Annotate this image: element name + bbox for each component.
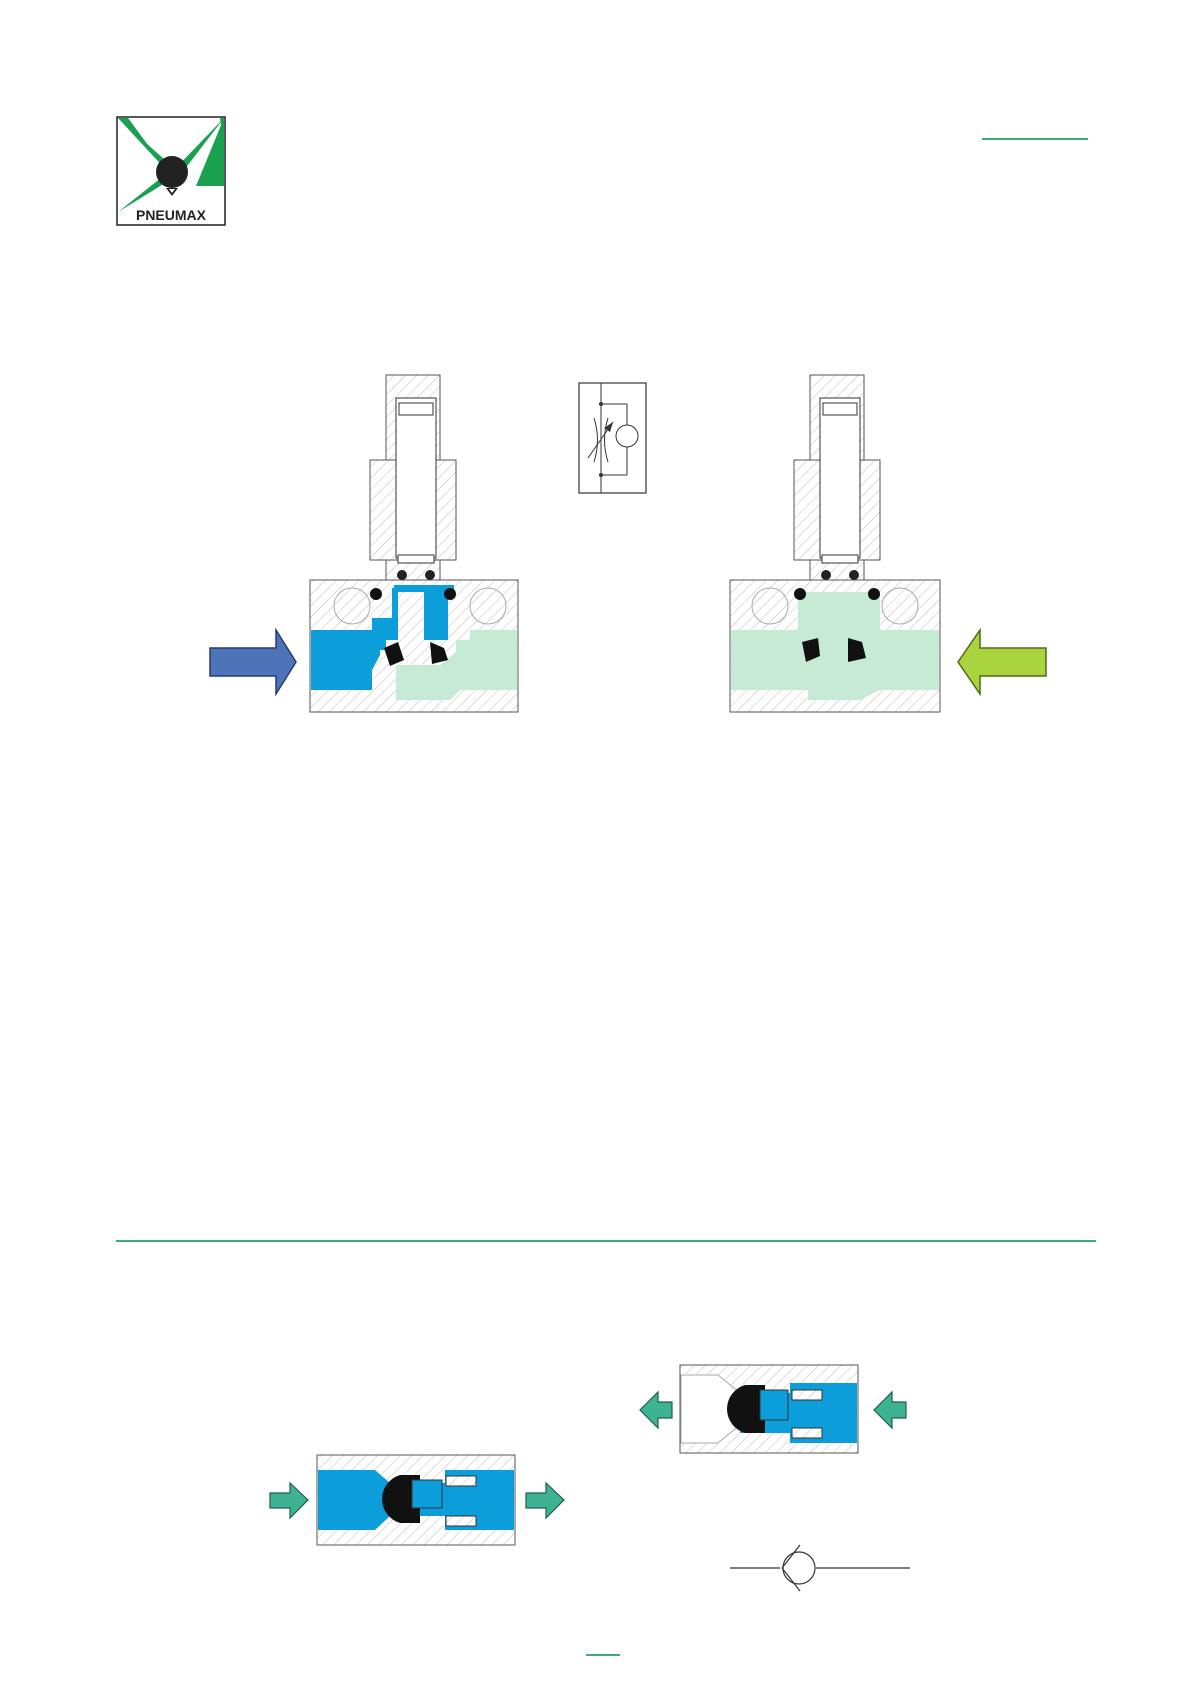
pneumax-logo-icon: PNEUMAX <box>116 116 226 226</box>
section-divider <box>116 1240 1096 1242</box>
outlet-arrow-icon <box>639 1390 673 1430</box>
header-rule-short <box>982 138 1088 140</box>
inlet-arrow-icon <box>209 627 297 697</box>
check-valve-lower <box>316 1454 516 1546</box>
check-valve-figure <box>269 1364 910 1592</box>
inlet-arrow-icon <box>957 627 1047 697</box>
flow-control-figure <box>209 374 1047 713</box>
inlet-arrow-icon <box>873 1390 907 1430</box>
inlet-arrow-icon <box>269 1481 309 1520</box>
check-valve-upper <box>679 1364 859 1454</box>
outlet-arrow-icon <box>525 1481 565 1520</box>
throttle-check-valve-symbol-icon <box>578 382 647 494</box>
flow-control-valve-left <box>309 374 519 713</box>
check-valve-symbol-icon <box>730 1544 910 1592</box>
footer-rule <box>586 1654 620 1656</box>
header: PNEUMAX <box>0 0 1197 240</box>
brand-name: PNEUMAX <box>136 207 207 223</box>
flow-control-valve-right <box>729 374 941 713</box>
